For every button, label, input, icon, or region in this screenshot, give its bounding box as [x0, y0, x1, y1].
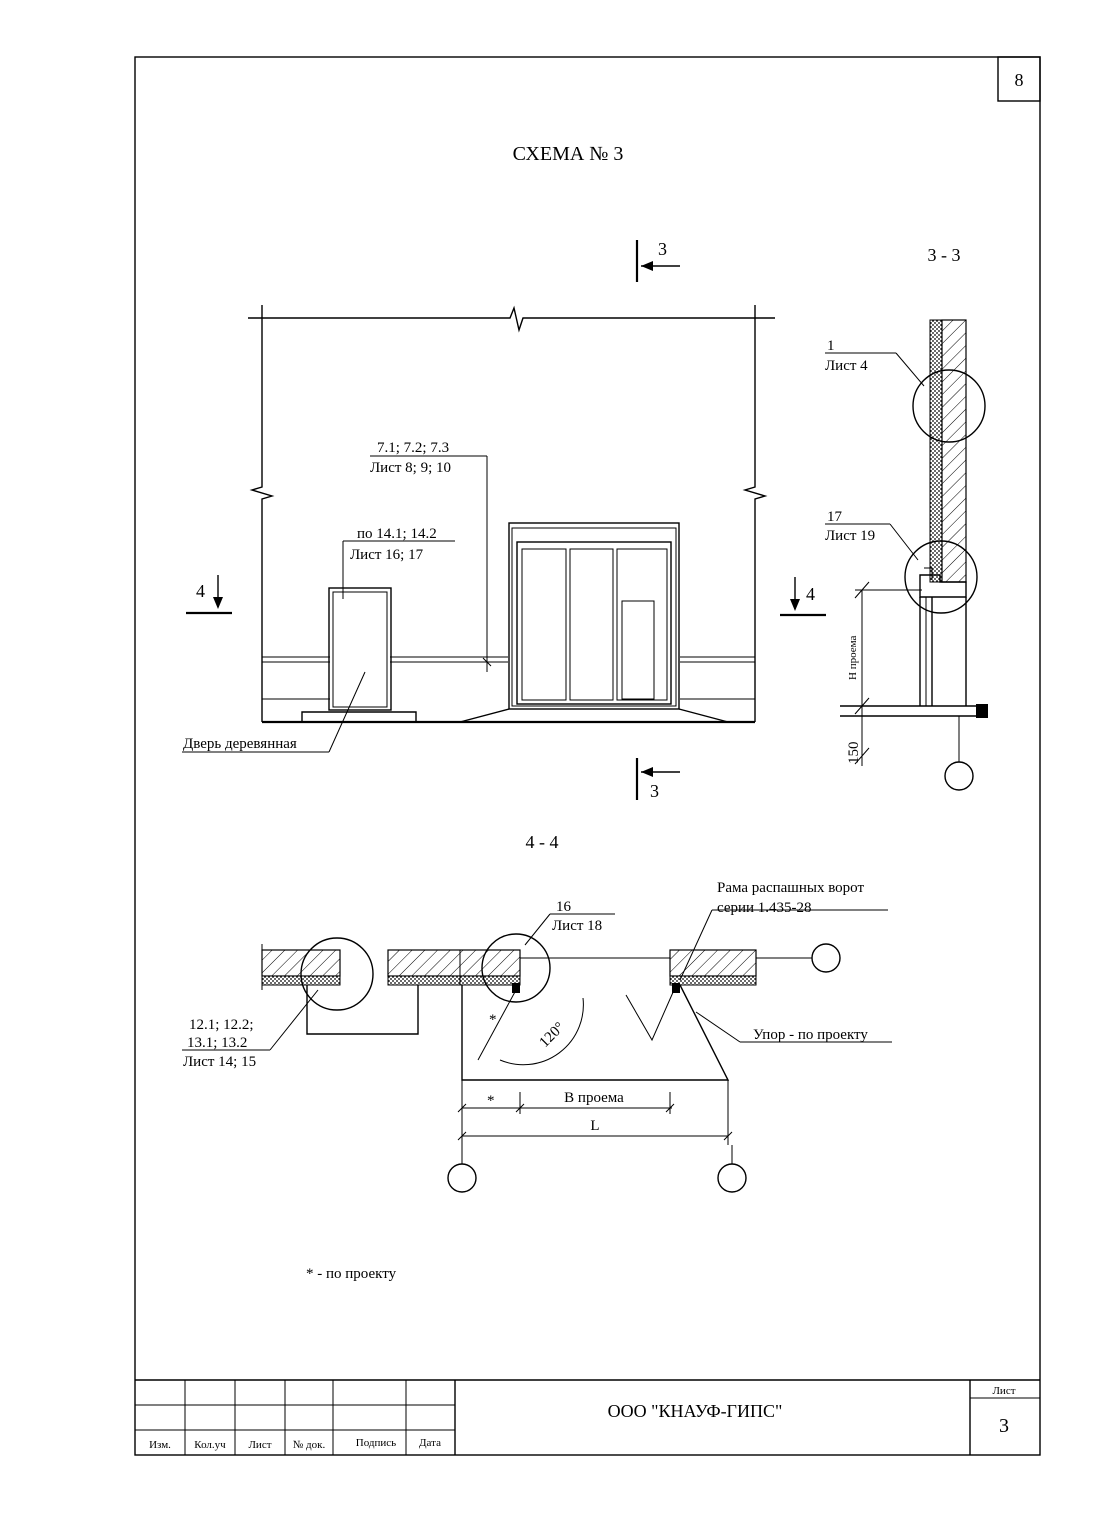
left-callout-line2: 13.1; 13.2 [187, 1035, 247, 1051]
h-opening-label: Н проема [847, 636, 859, 680]
section-3-bottom-label: 3 [650, 781, 659, 801]
footnote: * - по проекту [306, 1266, 397, 1282]
callout-door-line2: Лист 16; 17 [350, 547, 424, 563]
sheet-frame [134, 56, 1041, 1456]
section-3-top-label: 3 [658, 239, 667, 259]
tb-sheet-number: 3 [999, 1415, 1009, 1437]
dim-150: 150 [846, 742, 862, 765]
callout-windows-line2: Лист 8; 9; 10 [370, 460, 451, 476]
section-4-4-view [182, 909, 892, 1193]
left-callout-line3: Лист 14; 15 [183, 1054, 256, 1070]
elevation-view: 3 3 4 4 [182, 239, 826, 801]
tb-col-kol: Кол.уч [194, 1439, 226, 1451]
tb-col-podp: Подпись [356, 1437, 396, 1449]
callout-16-line2: Лист 18 [552, 918, 602, 934]
star-dim-label: * [487, 1093, 495, 1109]
callout-16-line1: 16 [556, 899, 572, 915]
section-4-right-label: 4 [806, 584, 815, 604]
b-opening-label: В проема [564, 1090, 624, 1106]
frame-label-line2: серии 1.435-28 [717, 900, 812, 916]
drawing-title: СХЕМА № 3 [513, 143, 624, 165]
callout-windows-line1: 7.1; 7.2; 7.3 [377, 440, 449, 456]
section-4-4-title: 4 - 4 [526, 832, 559, 852]
tb-col-data: Дата [419, 1437, 441, 1449]
angle-label: 120° [537, 1019, 568, 1050]
callout-door-line1: по 14.1; 14.2 [357, 526, 437, 542]
frame-label-line1: Рама распашных ворот [717, 880, 864, 896]
callout-17-line2: Лист 19 [825, 528, 875, 544]
section-3-3-view [825, 319, 988, 791]
star-mark: * [489, 1012, 497, 1028]
section-4-left-label: 4 [196, 581, 205, 601]
title-block [135, 1379, 1040, 1455]
callout-17-line1: 17 [827, 509, 843, 525]
l-label: L [590, 1118, 599, 1134]
callout-1-line1: 1 [827, 338, 835, 354]
tb-col-izm: Изм. [149, 1439, 171, 1451]
company-name: ООО "КНАУФ-ГИПС" [608, 1401, 783, 1421]
tb-sheet-label: Лист [992, 1385, 1015, 1397]
stop-label: Упор - по проекту [753, 1027, 868, 1043]
section-3-3-title: 3 - 3 [928, 245, 961, 265]
corner-sheet-number: 8 [1015, 70, 1024, 90]
tb-col-list: Лист [248, 1439, 271, 1451]
tb-col-ndok: № док. [293, 1439, 326, 1451]
door-label: Дверь деревянная [183, 736, 297, 752]
left-callout-line1: 12.1; 12.2; [189, 1017, 254, 1033]
callout-1-line2: Лист 4 [825, 358, 868, 374]
